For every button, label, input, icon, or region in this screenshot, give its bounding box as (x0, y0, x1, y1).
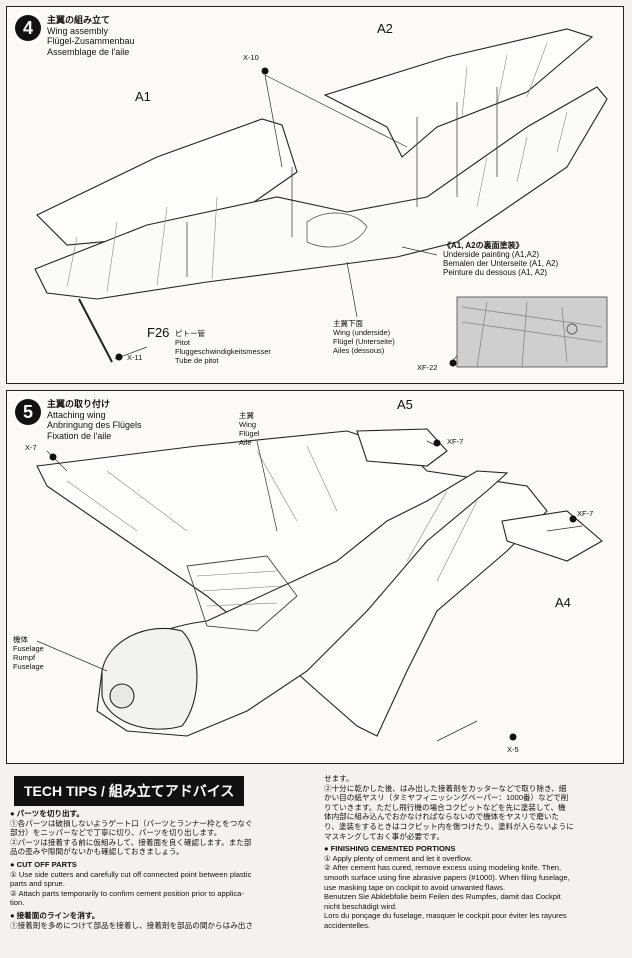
tip-text-line: accidentelles. (324, 920, 371, 930)
flap-part-a4 (501, 510, 603, 562)
part-label-a5: A5 (397, 397, 413, 412)
step-5-panel: 5 主翼の取り付け Attaching wing Anbringung des … (6, 390, 624, 764)
tip-text-line: parts and sprue. (10, 879, 65, 889)
tech-tips-title: TECH TIPS / 組み立てアドバイス (14, 776, 245, 806)
tip-text-line: ①接着剤を多めにつけて部品を接着し、接着剤を部品の間からはみ出さ (10, 920, 253, 930)
tip-text-line: Benutzen Sie Abklebfolie beim Feilen des… (324, 892, 561, 902)
tip-text-line: 体内部に組み込んでおかなければならないので機体をヤスリで磨いた (324, 812, 560, 822)
tip-heading: 接着面のラインを消す。 (10, 911, 320, 921)
part-label-xf7-a: XF-7 (447, 437, 464, 446)
step-4-title-jp: 主翼の組み立て (47, 15, 111, 25)
part-label-xf22: XF-22 (417, 363, 438, 372)
wing-underside-label: 主翼下面 Wing (underside) Flügel (Unterseite… (333, 319, 395, 355)
wing-part-a2 (323, 28, 594, 158)
part-label-xf7-b: XF-7 (577, 509, 594, 518)
tech-tips-section: TECH TIPS / 組み立てアドバイス パーツを切り出す。①各パーツは破損し… (6, 770, 624, 952)
tip-text-line: り、塗装をするときはコクピット内を傷つけたり、塗料が入らないように (324, 821, 574, 831)
tip-heading: FINISHING CEMENTED PORTIONS (324, 844, 622, 854)
tip-text-line: smooth surface using fine abrasive paper… (324, 872, 570, 882)
step-5-title-fr: Fixation de l'aile (47, 430, 112, 441)
tip-text-line: tion. (10, 898, 25, 908)
tip-text-line: ①各パーツは破損しないようゲート口（パーツとランナー枠とをつなぐ (10, 818, 253, 828)
part-label-x10: X-10 (243, 53, 259, 62)
step-4-title: 主翼の組み立て Wing assembly Flügel-Zusammenbau… (47, 15, 135, 57)
wing-part-a1 (36, 118, 298, 246)
part-label-a1: A1 (135, 89, 151, 104)
tip-text-line: ②十分に乾かした後、はみ出した接着剤をカッターなどで取り除き、細 (324, 783, 567, 793)
flap-part-a5 (356, 428, 448, 467)
pitot-label: ピトー管 Pitot Fluggeschwindigkeitsmesser Tu… (175, 329, 271, 365)
part-label-f26: F26 (147, 325, 170, 340)
tip-text-line: nicht beschädigt wird. (324, 901, 398, 911)
part-label-a4: A4 (555, 595, 571, 610)
step-4-title-de: Flügel-Zusammenbau (47, 36, 135, 46)
step-5-title-de: Anbringung des Flügels (47, 420, 142, 430)
tip-text-line: せます。 (324, 774, 354, 783)
wing-attachment-diagram (36, 428, 603, 742)
step-5-title-jp: 主翼の取り付け (47, 399, 111, 409)
step-4-panel: 4 主翼の組み立て Wing assembly Flügel-Zusammenb… (6, 6, 624, 384)
tip-text-line: ① Apply plenty of cement and let it over… (324, 853, 473, 863)
tip-text-line: ② Attach parts temporarily to confirm ce… (10, 888, 244, 898)
tip-text-line: かい目の紙ヤスリ（タミヤフィニッシングペーパー：1000番）などで削 (324, 793, 569, 803)
step-5-number: 5 (15, 399, 41, 425)
underside-painting-inset (456, 296, 608, 368)
tip-text-line: ② After cement has cured, remove excess … (324, 863, 562, 873)
tip-heading: パーツを切り出す。 (10, 809, 320, 819)
tip-heading: CUT OFF PARTS (10, 860, 320, 870)
tip-text-line: ① Use side cutters and carefully cut off… (10, 869, 252, 879)
step-4-title-fr: Assemblage de l'aile (47, 46, 130, 57)
part-label-x7: X-7 (25, 443, 37, 452)
tip-text-line: use masking tape on cockpit to avoid unw… (324, 882, 506, 892)
tech-tips-left-column: パーツを切り出す。①各パーツは破損しないようゲート口（パーツとランナー枠とをつな… (10, 806, 320, 930)
tip-text-line: りていきます。ただし飛行機の場合コクピットなどを先に塗装して、機 (324, 802, 566, 812)
step-5-title-en: Attaching wing (47, 409, 106, 420)
step-4-number: 4 (15, 15, 41, 41)
part-label-x5: X-5 (507, 745, 519, 754)
step-4-title-en: Wing assembly (47, 25, 109, 36)
fuselage-label: 機体 Fuselage Rumpf Fuselage (13, 635, 44, 671)
tip-text-line: マスキングしておく事が必要です。 (324, 831, 445, 841)
part-label-x11: X-11 (127, 353, 143, 362)
underside-painting-label: 《A1, A2の裏面塗装》 Underside painting (A1,A2)… (443, 241, 559, 277)
tip-text-line: Lors du ponçage du fuselage, masquer le … (324, 911, 567, 921)
tip-text-line: ②パーツは接着する前に仮組みして、接着面を良く確認します。また部 (10, 837, 252, 847)
step-5-title: 主翼の取り付け Attaching wing Anbringung des Fl… (47, 399, 142, 441)
pitot-tube (78, 298, 113, 363)
wing-label: 主翼 Wing Flügel Aile (239, 411, 260, 447)
tip-text-line: 部分）をニッパーなどで丁寧に切り、パーツを切り出します。 (10, 828, 222, 838)
wing-assembly-diagram (34, 28, 608, 368)
tech-tips-right-column: せます。②十分に乾かした後、はみ出した接着剤をカッターなどで取り除き、細かい目の… (324, 774, 622, 931)
part-label-a2: A2 (377, 21, 393, 36)
tip-text-line: 品の歪みや隙間がないかも確認しておきましょう。 (10, 847, 184, 857)
wing-lower-part (34, 86, 608, 300)
